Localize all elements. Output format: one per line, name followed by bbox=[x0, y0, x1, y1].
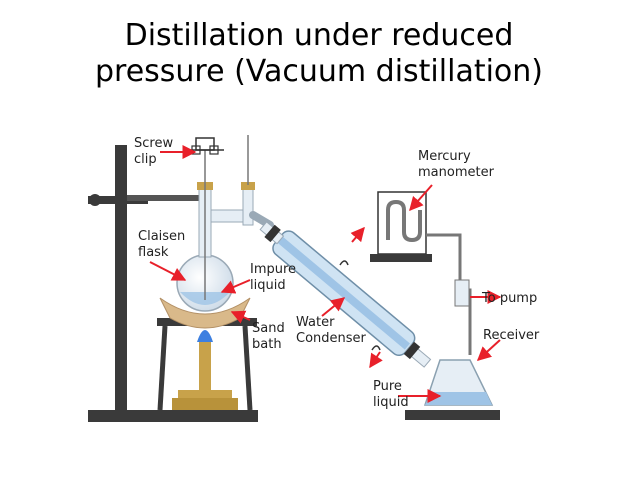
label-impure-liquid-1: Impure bbox=[250, 262, 296, 277]
label-to-pump: To pump bbox=[481, 291, 537, 306]
label-receiver: Receiver bbox=[483, 328, 540, 343]
label-claisen-flask-2: flask bbox=[138, 245, 169, 260]
label-impure-liquid-2: liquid bbox=[250, 278, 286, 293]
sand-bath bbox=[159, 297, 251, 329]
water-condenser bbox=[259, 221, 432, 368]
label-mercury-manometer-2: manometer bbox=[418, 165, 495, 180]
bunsen-burner bbox=[172, 330, 238, 410]
label-pure-liquid-1: Pure bbox=[373, 379, 402, 394]
title-line-1: Distillation under reduced bbox=[124, 18, 514, 53]
claisen-flask bbox=[176, 135, 274, 312]
label-sand-bath-1: Sand bbox=[252, 321, 285, 336]
slide-title: Distillation under reduced pressure (Vac… bbox=[0, 18, 638, 90]
label-claisen-flask-1: Claisen bbox=[138, 229, 185, 244]
label-mercury-manometer-1: Mercury bbox=[418, 149, 471, 164]
water-inlet-icon bbox=[371, 345, 381, 351]
label-water-condenser-2: Condenser bbox=[296, 331, 367, 346]
title-line-2: pressure (Vacuum distillation) bbox=[94, 54, 543, 89]
flame-icon bbox=[197, 330, 213, 342]
label-sand-bath-2: bath bbox=[252, 337, 282, 352]
label-screw-clip-1: Screw bbox=[134, 136, 173, 151]
label-arrows bbox=[149, 145, 502, 403]
label-water-condenser-1: Water bbox=[296, 315, 335, 330]
label-pure-liquid-2: liquid bbox=[373, 395, 409, 410]
tee-joint bbox=[454, 279, 470, 307]
receiver-flask bbox=[405, 359, 500, 420]
water-outlet-icon bbox=[339, 260, 349, 266]
retort-stand bbox=[88, 145, 258, 422]
label-screw-clip-2: clip bbox=[134, 152, 157, 167]
mercury-manometer bbox=[370, 191, 432, 262]
